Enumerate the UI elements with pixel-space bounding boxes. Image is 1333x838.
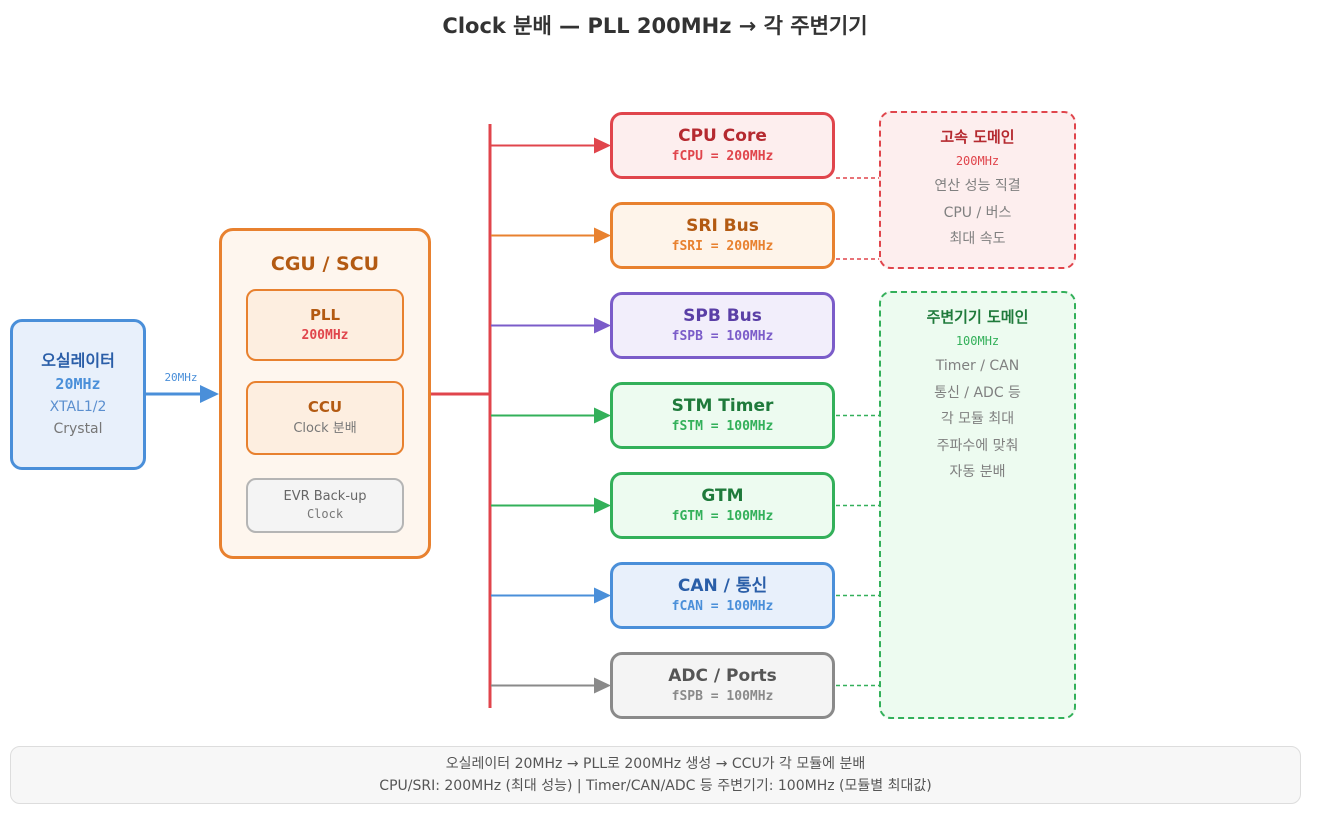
peripheral-domain: 주변기기 도메인 100MHz Timer / CAN 통신 / ADC 등 각… bbox=[879, 291, 1076, 719]
module-box: SRI Bus fSRI = 200MHz bbox=[610, 202, 835, 269]
diagram-title: Clock 분배 — PLL 200MHz → 각 주변기기 bbox=[442, 14, 868, 38]
evr-title: EVR Back-up bbox=[283, 489, 367, 504]
branch-arrowhead bbox=[594, 497, 611, 514]
ccu-box: CCU Clock 분배 bbox=[246, 381, 404, 455]
summary-line-1: 오실레이터 20MHz → PLL로 200MHz 생성 → CCU가 각 모듈… bbox=[445, 756, 866, 772]
oscillator-freq: 20MHz bbox=[55, 374, 101, 393]
module-freq: fGTM = 100MHz bbox=[671, 508, 774, 524]
module-freq: fSTM = 100MHz bbox=[671, 418, 774, 434]
oscillator-type: Crystal bbox=[53, 420, 103, 437]
module-freq: fSPB = 100MHz bbox=[671, 328, 774, 344]
pll-box: PLL 200MHz bbox=[246, 289, 404, 361]
module-name: SPB Bus bbox=[683, 305, 762, 326]
high-speed-domain-freq: 200MHz bbox=[955, 154, 1000, 168]
cgu-title: CGU / SCU bbox=[270, 253, 380, 275]
module-name: ADC / Ports bbox=[668, 665, 777, 686]
high-speed-domain-line: CPU / 버스 bbox=[943, 204, 1012, 221]
pll-freq: 200MHz bbox=[301, 328, 349, 343]
high-speed-domain: 고속 도메인 200MHz 연산 성능 직결 CPU / 버스 최대 속도 bbox=[879, 111, 1076, 269]
evr-subtitle: Clock bbox=[306, 507, 344, 521]
module-freq: fSRI = 200MHz bbox=[671, 238, 774, 254]
module-freq: fCPU = 200MHz bbox=[671, 148, 774, 164]
branch-arrowhead bbox=[594, 317, 611, 334]
module-name: CAN / 통신 bbox=[677, 575, 768, 596]
summary-line-2: CPU/SRI: 200MHz (최대 성능) | Timer/CAN/ADC … bbox=[379, 778, 932, 794]
module-name: GTM bbox=[701, 485, 744, 506]
osc-output-freq-label: 20MHz bbox=[164, 371, 198, 384]
module-box: STM Timer fSTM = 100MHz bbox=[610, 382, 835, 449]
peripheral-domain-freq: 100MHz bbox=[955, 334, 1000, 348]
peripheral-domain-line: 자동 분배 bbox=[949, 464, 1006, 480]
peripheral-domain-title: 주변기기 도메인 bbox=[926, 308, 1029, 326]
module-freq: fSPB = 100MHz bbox=[671, 688, 774, 704]
module-freq: fCAN = 100MHz bbox=[671, 598, 774, 614]
peripheral-domain-line: 주파수에 맞춰 bbox=[936, 437, 1019, 454]
module-name: SRI Bus bbox=[686, 215, 759, 236]
peripheral-domain-line: 통신 / ADC 등 bbox=[934, 384, 1021, 401]
module-box: CPU Core fCPU = 200MHz bbox=[610, 112, 835, 179]
peripheral-domain-line: 각 모듈 최대 bbox=[940, 411, 1015, 427]
module-box: GTM fGTM = 100MHz bbox=[610, 472, 835, 539]
module-name: STM Timer bbox=[671, 395, 774, 416]
oscillator-pins: XTAL1/2 bbox=[49, 398, 107, 415]
module-box: SPB Bus fSPB = 100MHz bbox=[610, 292, 835, 359]
peripheral-domain-line: Timer / CAN bbox=[935, 358, 1020, 374]
module-box: CAN / 통신 fCAN = 100MHz bbox=[610, 562, 835, 629]
oscillator-box: 오실레이터 20MHz XTAL1/2 Crystal bbox=[10, 319, 146, 470]
ccu-subtitle: Clock 분배 bbox=[293, 421, 357, 436]
osc-arrowhead bbox=[200, 385, 219, 403]
module-box: ADC / Ports fSPB = 100MHz bbox=[610, 652, 835, 719]
module-name: CPU Core bbox=[678, 125, 767, 146]
oscillator-title: 오실레이터 bbox=[41, 350, 115, 370]
branch-arrowhead bbox=[594, 677, 611, 694]
branch-arrowhead bbox=[594, 227, 611, 244]
evr-backup-clock-box: EVR Back-up Clock bbox=[246, 478, 404, 533]
high-speed-domain-title: 고속 도메인 bbox=[940, 128, 1015, 146]
high-speed-domain-line: 연산 성능 직결 bbox=[934, 178, 1021, 194]
high-speed-domain-line: 최대 속도 bbox=[949, 231, 1006, 247]
branch-arrowhead bbox=[594, 587, 611, 604]
branch-arrowhead bbox=[594, 137, 611, 154]
summary-footer: 오실레이터 20MHz → PLL로 200MHz 생성 → CCU가 각 모듈… bbox=[10, 746, 1301, 804]
branch-arrowhead bbox=[594, 407, 611, 424]
ccu-title: CCU bbox=[307, 398, 343, 416]
pll-title: PLL bbox=[309, 306, 341, 324]
